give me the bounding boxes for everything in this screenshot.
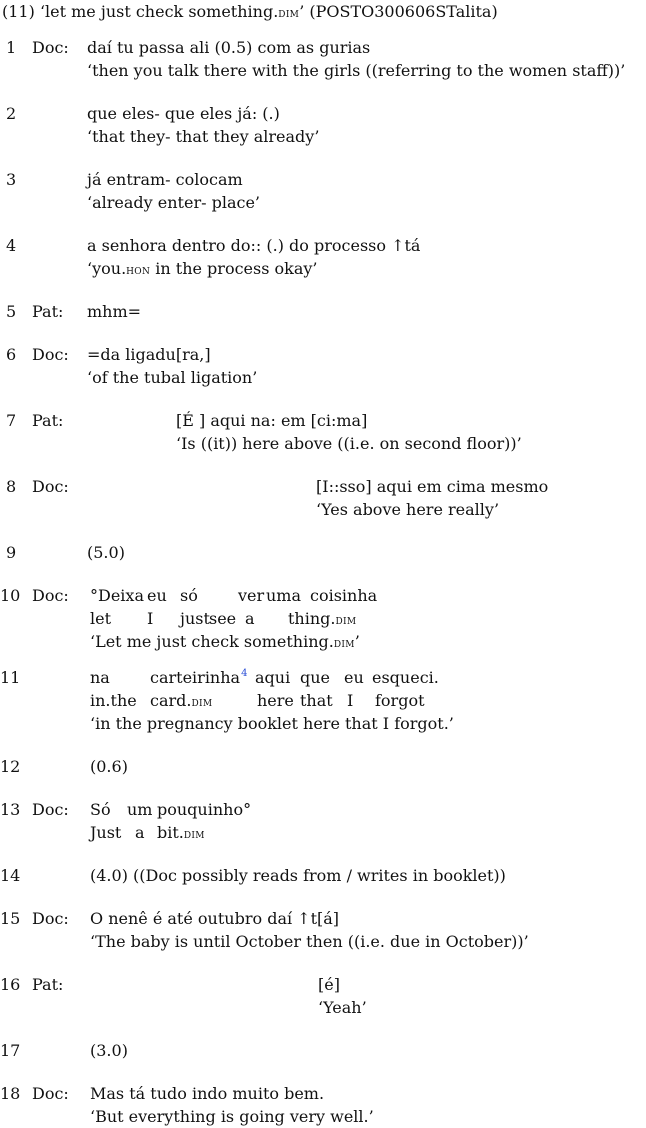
- utterance: [É ] aqui na: em [ci:ma]: [176, 411, 368, 430]
- gloss-word: Just: [90, 823, 122, 842]
- gloss-word: forgot: [375, 691, 425, 710]
- line-number: 16: [0, 975, 21, 994]
- line-number: 11: [0, 668, 21, 687]
- gloss-word: see: [209, 609, 237, 628]
- line-number: 14: [0, 866, 21, 885]
- utterance: que eles- que eles já: (.): [87, 104, 280, 123]
- utterance: =da ligadu[ra,]: [87, 345, 211, 364]
- utterance-word: eu: [147, 586, 167, 605]
- translation: ‘Let me just check something.DIM’: [90, 632, 360, 651]
- translation: ‘you.HON in the process okay’: [87, 259, 318, 278]
- gloss-word: let: [90, 609, 112, 628]
- gloss-word: a: [135, 823, 145, 842]
- utterance-word: pouquinho°: [157, 800, 252, 819]
- footnote-marker[interactable]: 4: [241, 668, 248, 679]
- pause: (5.0): [87, 543, 125, 562]
- gloss-word: a: [245, 609, 255, 628]
- utterance-word: Só: [90, 800, 111, 819]
- line-number: 2: [6, 104, 17, 123]
- translation: ‘Is ((it)) here above ((i.e. on second f…: [176, 434, 522, 453]
- speaker-label: Doc:: [32, 909, 69, 928]
- gloss-word: card.DIM: [150, 691, 213, 710]
- line-number: 9: [6, 543, 17, 562]
- line-number: 17: [0, 1041, 21, 1060]
- line-number: 13: [0, 800, 21, 819]
- speaker-label: Pat:: [32, 975, 64, 994]
- line-number: 4: [6, 236, 17, 255]
- utterance-word: na: [90, 668, 110, 687]
- translation: ‘that they- that they already’: [87, 127, 320, 146]
- utterance: a senhora dentro do:: (.) do processo ↑t…: [87, 236, 421, 255]
- pause: (4.0) ((Doc possibly reads from / writes…: [90, 866, 506, 885]
- line-number: 1: [6, 38, 17, 57]
- speaker-label: Doc:: [32, 800, 69, 819]
- line-number: 7: [6, 411, 17, 430]
- line-number: 18: [0, 1084, 21, 1103]
- line-number: 12: [0, 757, 21, 776]
- line-number: 6: [6, 345, 17, 364]
- utterance: já entram- colocam: [87, 170, 243, 189]
- utterance-word: eu: [344, 668, 364, 687]
- gloss-word: I: [147, 609, 154, 628]
- translation: ‘Yeah’: [318, 998, 367, 1017]
- speaker-label: Doc:: [32, 586, 69, 605]
- gloss-word: thing.DIM: [288, 609, 357, 628]
- utterance-word: ver: [238, 586, 265, 605]
- pause: (0.6): [90, 757, 128, 776]
- utterance: [I::sso] aqui em cima mesmo: [316, 477, 549, 496]
- gloss-word: just: [180, 609, 210, 628]
- translation: ‘in the pregnancy booklet here that I fo…: [90, 714, 454, 733]
- utterance-word: que: [300, 668, 331, 687]
- speaker-label: Pat:: [32, 411, 64, 430]
- gloss-word: that: [300, 691, 333, 710]
- translation: ‘already enter- place’: [87, 193, 260, 212]
- speaker-label: Doc:: [32, 38, 69, 57]
- utterance-word: um: [127, 800, 153, 819]
- gloss-word: here: [257, 691, 294, 710]
- speaker-label: Doc:: [32, 345, 69, 364]
- translation: ‘The baby is until October then ((i.e. d…: [90, 932, 529, 951]
- utterance-word: coisinha: [310, 586, 378, 605]
- utterance-word: aqui: [255, 668, 291, 687]
- utterance: Mas tá tudo indo muito bem.: [90, 1084, 325, 1103]
- gloss-word: I: [347, 691, 354, 710]
- gloss-word: bit.DIM: [157, 823, 205, 842]
- translation: ‘Yes above here really’: [316, 500, 500, 519]
- example-header: (11) ‘let me just check something.DIM’ (…: [2, 0, 498, 25]
- utterance: O nenê é até outubro daí ↑t[á]: [90, 909, 340, 928]
- line-number: 8: [6, 477, 17, 496]
- speaker-label: Doc:: [32, 477, 69, 496]
- speaker-label: Doc:: [32, 1084, 69, 1103]
- utterance: daí tu passa ali (0.5) com as gurias: [87, 38, 371, 57]
- translation: ‘of the tubal ligation’: [87, 368, 258, 387]
- utterance-word: uma: [266, 586, 302, 605]
- example-title: ‘let me just check something.DIM’: [39, 2, 305, 21]
- utterance: mhm=: [87, 302, 142, 321]
- line-number: 10: [0, 586, 21, 605]
- line-number: 3: [6, 170, 17, 189]
- example-source: (POSTO300606STalita): [309, 2, 498, 21]
- gloss-word: in.the: [90, 691, 137, 710]
- utterance: [é]: [318, 975, 340, 994]
- speaker-label: Pat:: [32, 302, 64, 321]
- translation: ‘then you talk there with the girls ((re…: [87, 61, 626, 80]
- pause: (3.0): [90, 1041, 128, 1060]
- line-number: 5: [6, 302, 17, 321]
- line-number: 15: [0, 909, 21, 928]
- translation: ‘But everything is going very well.’: [90, 1107, 374, 1126]
- utterance-word: esqueci.: [372, 668, 439, 687]
- utterance-word: só: [180, 586, 198, 605]
- utterance-word: °Deixa: [90, 586, 144, 605]
- example-number: (11): [2, 2, 35, 21]
- utterance-word: carteirinha4: [150, 668, 248, 687]
